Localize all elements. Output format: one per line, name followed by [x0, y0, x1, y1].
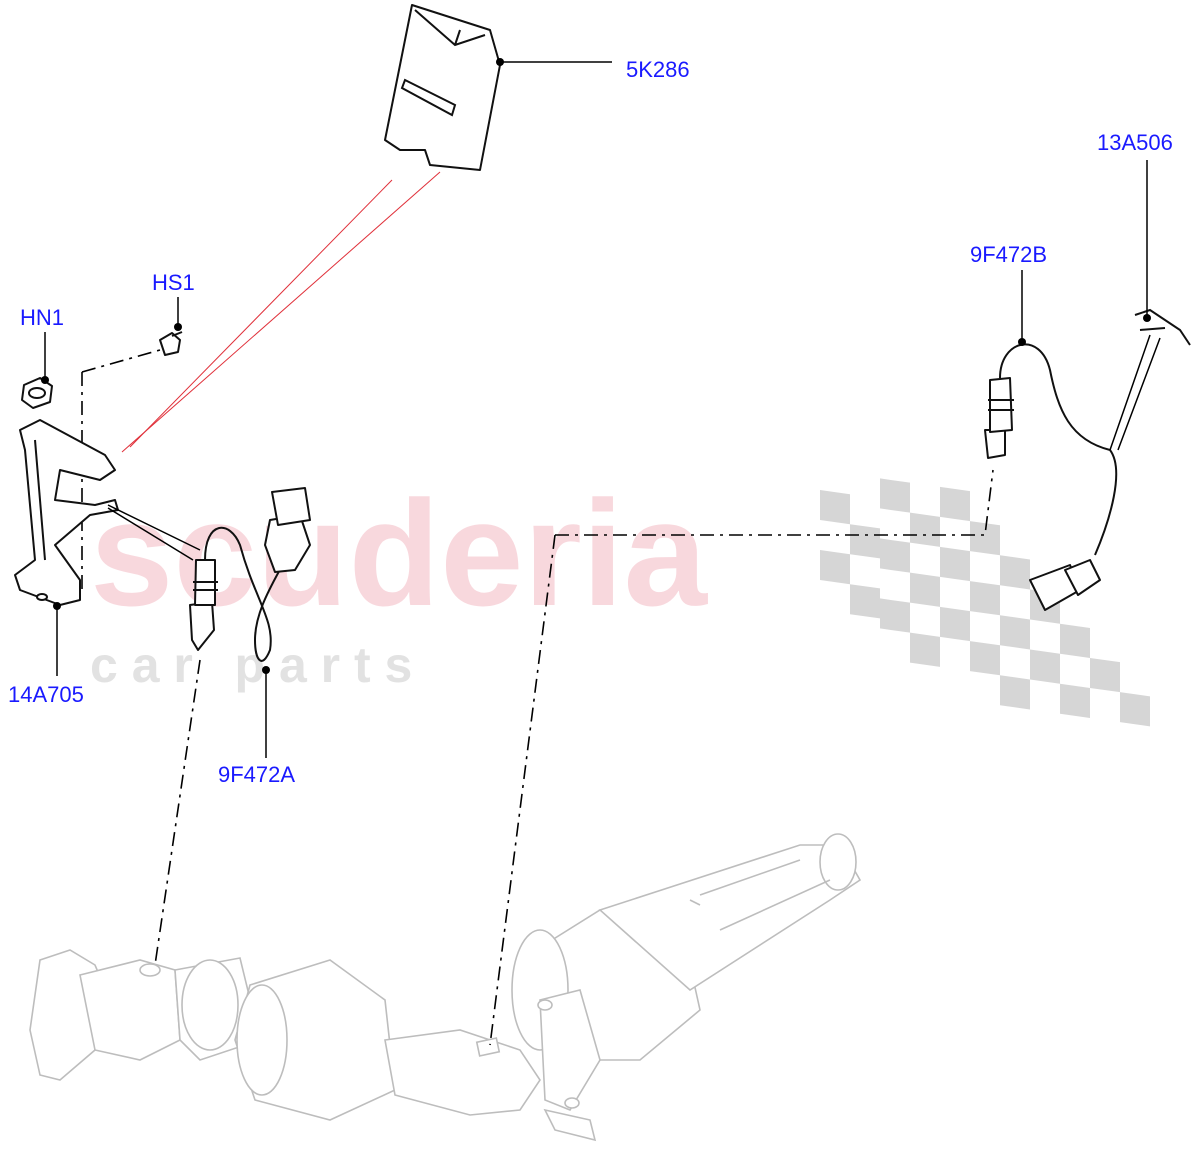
assembly-guides — [81, 171, 994, 1046]
callout-5k286: 5K286 — [626, 57, 690, 82]
leaders — [41, 58, 1151, 758]
callout-13a506: 13A506 — [1097, 130, 1173, 155]
callout-9f472a: 9F472A — [218, 762, 295, 787]
callout-labels: 5K286 13A506 9F472B HS1 HN1 14A705 9F472… — [8, 57, 1173, 787]
checkered-flag — [820, 478, 1150, 727]
callout-hs1: HS1 — [152, 270, 195, 295]
bracket-14a705 — [14, 419, 119, 606]
screw-hs1 — [159, 331, 183, 356]
oxygen-sensor-9f472a — [189, 487, 311, 662]
nut-hn1 — [21, 377, 53, 409]
watermark: scuderia c a r p a r t s — [90, 469, 1150, 727]
oxygen-sensor-9f472b — [984, 308, 1191, 611]
callout-14a705: 14A705 — [8, 682, 84, 707]
callout-hn1: HN1 — [20, 305, 64, 330]
heat-shield-5k286 — [384, 4, 501, 171]
callout-9f472b: 9F472B — [970, 242, 1047, 267]
exhaust-assembly-ghost — [29, 833, 862, 1142]
watermark-tagline: c a r p a r t s — [90, 637, 412, 693]
